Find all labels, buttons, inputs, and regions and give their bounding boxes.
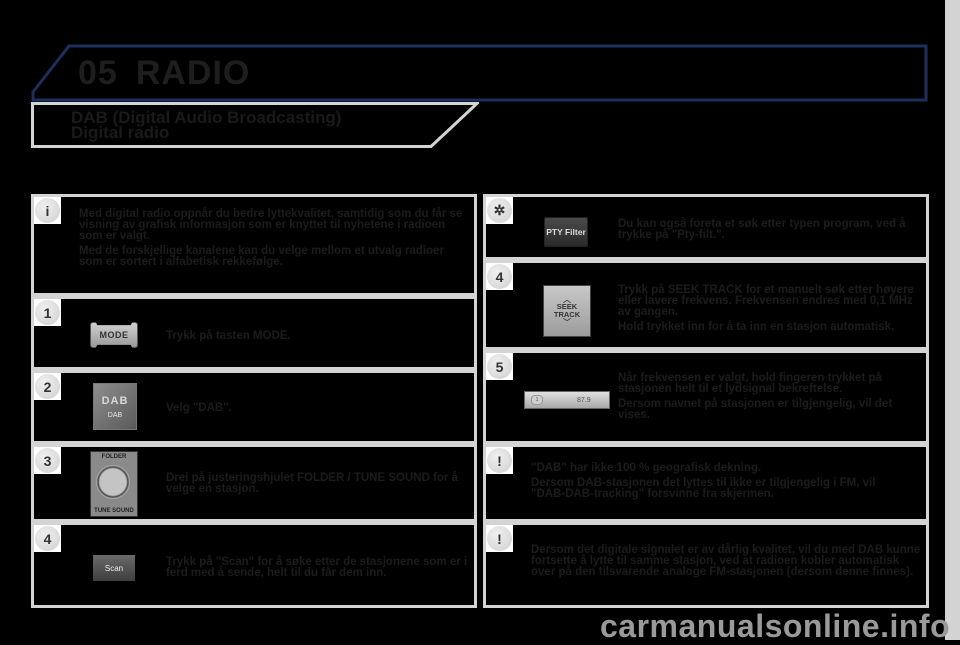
seek-step-panel: 4 ︿ SEEK TRACK ﹀ Trykk på SEEK TRACK for… (483, 260, 929, 350)
info-icon: i (35, 198, 60, 223)
warning-text: "DAB" har ikke 100 % geografisk dekning.… (531, 462, 911, 504)
step-text: Drei på justeringshjulet FOLDER / TUNE S… (166, 472, 471, 499)
step-paragraph: Hold trykket inn for å ta inn en stasjon… (618, 321, 895, 333)
dab-button-label: DAB (107, 411, 123, 419)
folder-tune-sound-knob[interactable]: FOLDER TUNE SOUND (90, 451, 138, 517)
step-2-panel: 2 DAB DAB Velg "DAB". (31, 370, 477, 444)
step-text: Trykk på SEEK TRACK for et manuelt søk e… (618, 284, 928, 337)
page-edge-strip (945, 0, 960, 640)
step-4-panel: 4 Scan Trykk på "Scan" for å søke etter … (31, 522, 477, 608)
step-3-panel: 3 FOLDER TUNE SOUND Drei på justeringshj… (31, 444, 477, 522)
step-5-panel: 5 1 87.9 Når frekvensen er valgt, hold f… (483, 350, 929, 444)
step-text: Trykk på "Scan" for å søke etter de stas… (166, 556, 471, 583)
section-title: DAB (Digital Audio Broadcasting) Digital… (71, 108, 342, 142)
warning-icon: ! (487, 448, 512, 473)
lightbulb-icon: ✲ (487, 198, 512, 223)
section-title-line2: Digital radio (71, 123, 170, 142)
step-text: Velg "DAB". (166, 402, 466, 418)
frequency-value: 87.9 (577, 396, 591, 404)
chevron-up-icon: ︿ (563, 295, 571, 304)
info-panel: i Med digital radio oppnår du bedre lytt… (31, 194, 477, 296)
warning-paragraph: Dersom DAB-stasjonen det lyttes til ikke… (531, 477, 876, 500)
mode-button[interactable]: MODE (90, 322, 138, 348)
warning-panel-1: ! "DAB" har ikke 100 % geografisk deknin… (483, 444, 929, 522)
knob-bottom-label: TUNE SOUND (94, 508, 134, 514)
step-number-icon: 4 (487, 264, 512, 289)
chapter-header: 05 RADIO (31, 44, 928, 102)
step-badge: 1 (34, 299, 61, 326)
rotary-knob-icon (96, 465, 130, 499)
tip-text: Du kan også foreta et søk etter typen pr… (618, 218, 923, 245)
step-badge: 4 (486, 263, 513, 290)
seek-label: SEEK (556, 302, 578, 311)
warning-paragraph: Dersom det digitale signalet er av dårli… (531, 544, 921, 578)
info-paragraph: Med digital radio oppnår du bedre lyttek… (79, 208, 463, 242)
tip-panel: ✲ PTY Filter Du kan også foreta et søk e… (483, 194, 929, 260)
section-title-line1: DAB (Digital Audio Broadcasting) (71, 108, 342, 127)
warning-text: Dersom det digitale signalet er av dårli… (531, 544, 923, 582)
step-text: Når frekvensen er valgt, hold fingeren t… (618, 372, 918, 425)
chapter-header-frame (31, 44, 928, 102)
tip-paragraph: Du kan også foreta et søk etter typen pr… (618, 218, 906, 241)
scan-button[interactable]: Scan (93, 555, 135, 581)
step-paragraph: Dersom navnet på stasjonen er tilgjengel… (618, 398, 893, 421)
step-number-icon: 3 (35, 448, 60, 473)
step-badge: 5 (486, 353, 513, 380)
step-badge: 3 (34, 447, 61, 474)
watermark: carmanualsonline.info (600, 608, 951, 644)
knob-top-label: FOLDER (101, 454, 127, 460)
dab-source-button[interactable]: DAB DAB (93, 383, 137, 430)
warning-icon: ! (487, 526, 512, 551)
info-paragraph: Med de forskjellige kanalene kan du velg… (79, 245, 444, 268)
chapter-number: 05 (78, 54, 118, 92)
pty-filter-button[interactable]: PTY Filter (544, 217, 588, 247)
chevron-down-icon: ﹀ (563, 318, 571, 327)
step-number-icon: 1 (35, 300, 60, 325)
preset-frequency-bar[interactable]: 1 87.9 (524, 391, 610, 409)
step-badge: 4 (34, 525, 61, 552)
track-label: TRACK (553, 310, 581, 319)
preset-number: 1 (531, 395, 543, 405)
step-paragraph: Trykk på tasten MODE. (166, 330, 291, 342)
dab-logo-icon: DAB (101, 394, 129, 407)
chapter-title: 05 RADIO (78, 54, 250, 93)
step-1-panel: 1 MODE Trykk på tasten MODE. (31, 296, 477, 370)
section-banner-frame (31, 102, 479, 148)
step-paragraph: Drei på justeringshjulet FOLDER / TUNE S… (166, 472, 459, 495)
step-paragraph: Velg "DAB". (166, 402, 232, 414)
tip-badge: ✲ (486, 197, 513, 224)
section-banner: DAB (Digital Audio Broadcasting) Digital… (31, 102, 479, 148)
warning-badge: ! (486, 447, 513, 474)
step-number-icon: 2 (35, 374, 60, 399)
seek-track-button[interactable]: ︿ SEEK TRACK ﹀ (543, 285, 591, 337)
info-badge: i (34, 197, 61, 224)
step-number-icon: 5 (487, 354, 512, 379)
step-text: Trykk på tasten MODE. (166, 330, 466, 346)
step-paragraph: Trykk på "Scan" for å søke etter de stas… (166, 556, 468, 579)
warning-paragraph: "DAB" har ikke 100 % geografisk dekning. (531, 462, 762, 474)
step-paragraph: Trykk på SEEK TRACK for et manuelt søk e… (618, 284, 914, 318)
step-paragraph: Når frekvensen er valgt, hold fingeren t… (618, 372, 882, 395)
step-badge: 2 (34, 373, 61, 400)
step-number-icon: 4 (35, 526, 60, 551)
info-text: Med digital radio oppnår du bedre lyttek… (79, 208, 469, 272)
chapter-name: RADIO (135, 54, 251, 92)
warning-badge: ! (486, 525, 513, 552)
warning-panel-2: ! Dersom det digitale signalet er av dår… (483, 522, 929, 608)
